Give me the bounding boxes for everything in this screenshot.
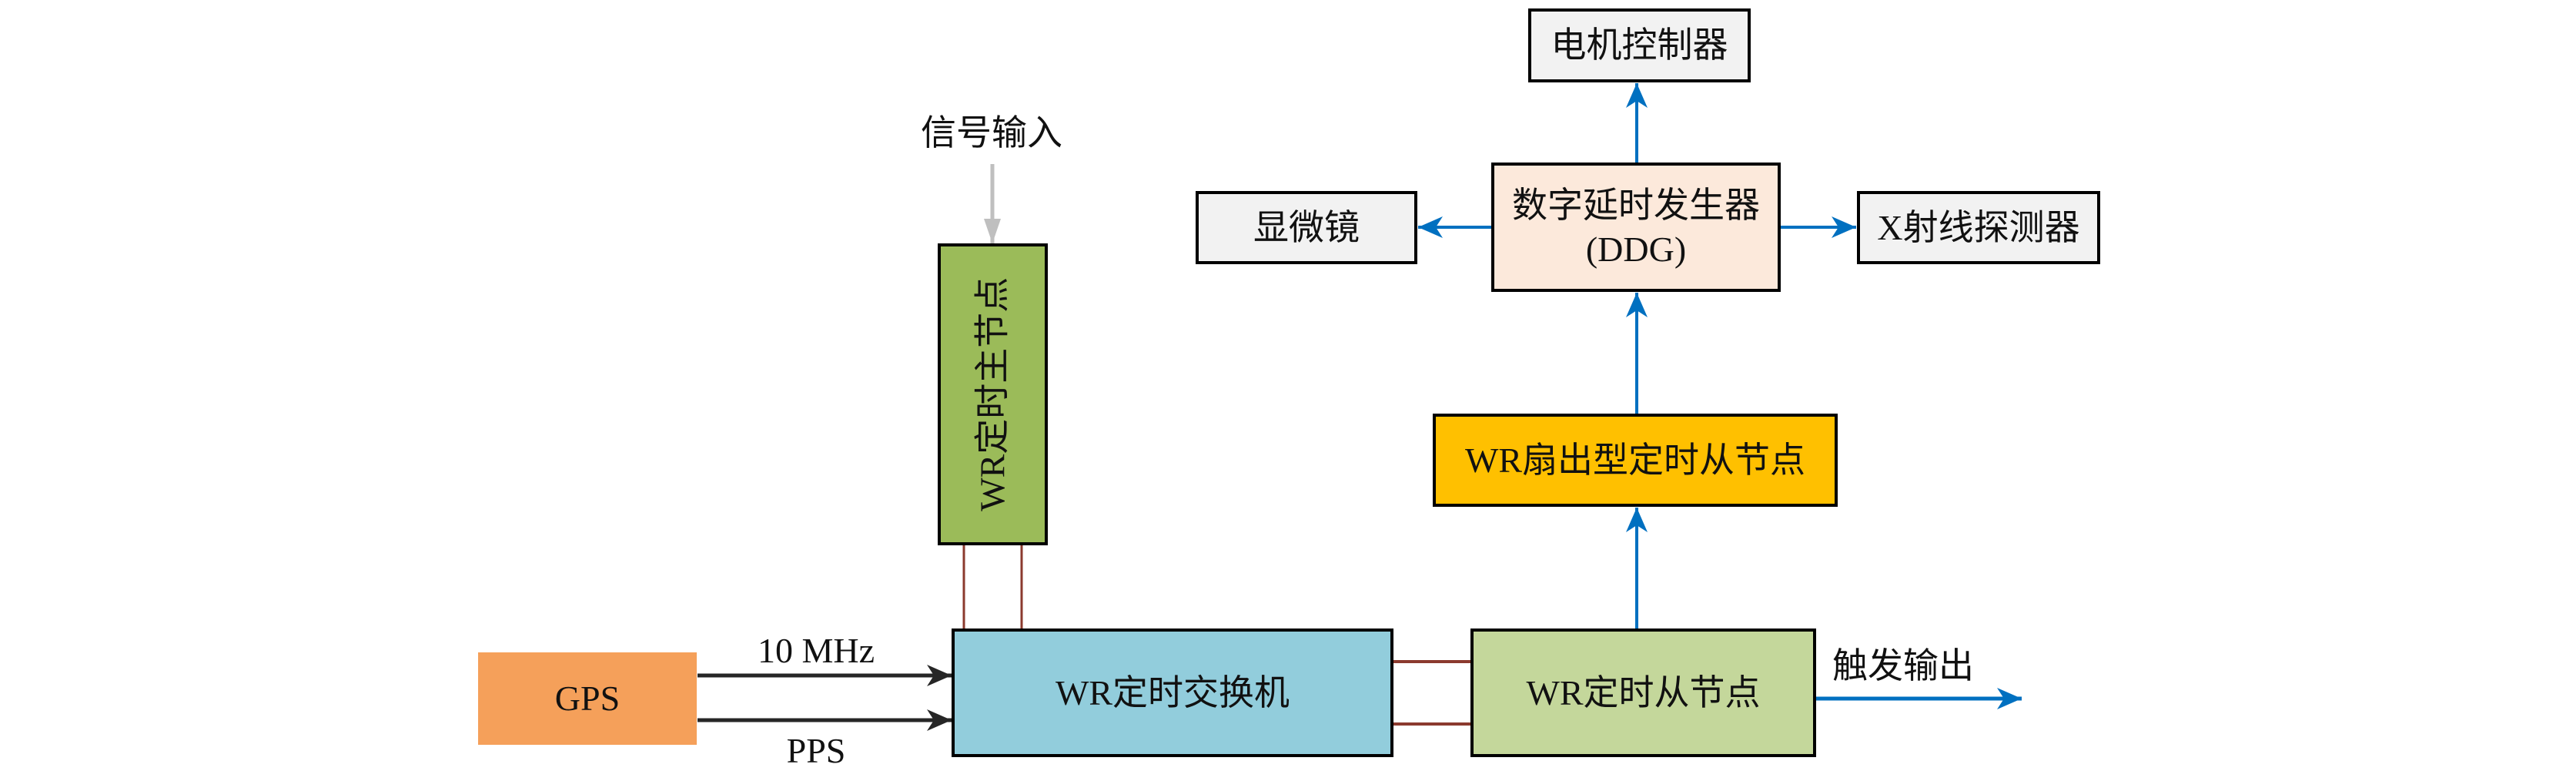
node-wr-fanout-slave: WR扇出型定时从节点 xyxy=(1433,414,1838,507)
node-motor-controller-label: 电机控制器 xyxy=(1551,25,1728,65)
node-wr-slave: WR定时从节点 xyxy=(1470,628,1816,757)
node-ddg-label-line1: 数字延时发生器 xyxy=(1512,185,1760,225)
label-signal-input: 信号输入 xyxy=(921,113,1062,153)
node-ddg-label-line2: (DDG) xyxy=(1585,230,1687,269)
node-wr-switch-label: WR定时交换机 xyxy=(1055,672,1290,712)
label-trigger-output: 触发输出 xyxy=(1832,646,1974,685)
node-gps: GPS xyxy=(478,652,697,745)
node-microscope-label: 显微镜 xyxy=(1253,207,1360,247)
node-wr-master-label: WR定时主节点 xyxy=(972,277,1012,512)
node-wr-master: WR定时主节点 xyxy=(938,243,1048,545)
node-wr-slave-label: WR定时从节点 xyxy=(1526,672,1761,712)
node-motor-controller: 电机控制器 xyxy=(1528,8,1751,82)
node-ddg: 数字延时发生器 (DDG) xyxy=(1491,163,1781,292)
node-wr-switch: WR定时交换机 xyxy=(952,628,1393,757)
node-microscope: 显微镜 xyxy=(1196,191,1417,264)
node-xray-detector-label: X射线探测器 xyxy=(1877,207,2080,247)
label-pps: PPS xyxy=(786,731,846,770)
label-10mhz: 10 MHz xyxy=(757,631,875,670)
node-wr-fanout-slave-label: WR扇出型定时从节点 xyxy=(1464,440,1806,480)
node-xray-detector: X射线探测器 xyxy=(1857,191,2100,264)
node-gps-label: GPS xyxy=(554,679,621,719)
